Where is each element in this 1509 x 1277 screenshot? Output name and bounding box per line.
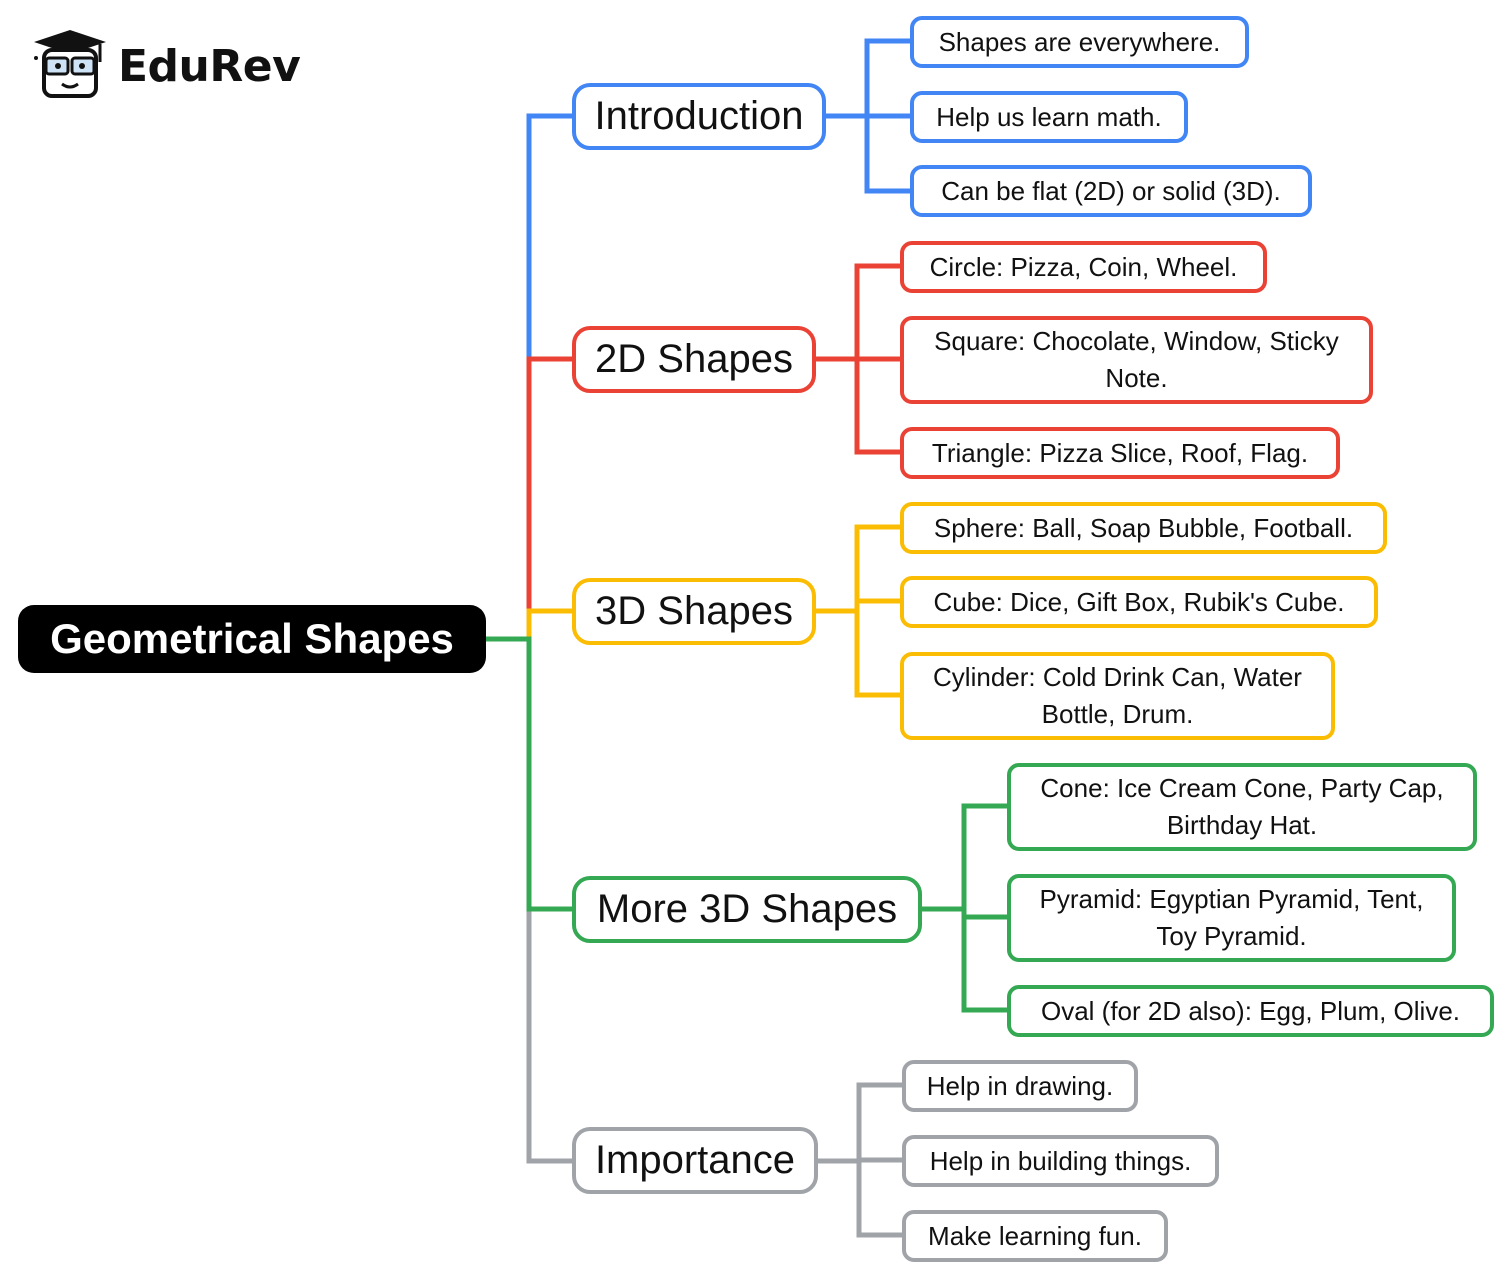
leaf-node: Square: Chocolate, Window, Sticky Note. bbox=[900, 316, 1373, 404]
branch-node-2d-shapes: 2D Shapes bbox=[572, 326, 816, 393]
branch-node-importance: Importance bbox=[572, 1127, 818, 1194]
leaf-node: Can be flat (2D) or solid (3D). bbox=[910, 165, 1312, 217]
leaf-node: Oval (for 2D also): Egg, Plum, Olive. bbox=[1007, 985, 1494, 1037]
branch-node-3d-shapes: 3D Shapes bbox=[572, 578, 816, 645]
leaf-node: Sphere: Ball, Soap Bubble, Football. bbox=[900, 502, 1387, 554]
leaf-node: Cylinder: Cold Drink Can, Water Bottle, … bbox=[900, 652, 1335, 740]
leaf-node: Triangle: Pizza Slice, Roof, Flag. bbox=[900, 427, 1340, 479]
edurev-logo: EduRev bbox=[30, 28, 301, 105]
leaf-node: Cube: Dice, Gift Box, Rubik's Cube. bbox=[900, 576, 1378, 628]
brand-name: EduRev bbox=[118, 40, 301, 92]
root-node: Geometrical Shapes bbox=[18, 605, 486, 673]
leaf-node: Help in drawing. bbox=[902, 1060, 1138, 1112]
branch-node-more-3d-shapes: More 3D Shapes bbox=[572, 876, 922, 943]
leaf-node: Help us learn math. bbox=[910, 91, 1188, 143]
leaf-node: Shapes are everywhere. bbox=[910, 16, 1249, 68]
branch-node-introduction: Introduction bbox=[572, 83, 826, 150]
leaf-node: Circle: Pizza, Coin, Wheel. bbox=[900, 241, 1267, 293]
leaf-node: Make learning fun. bbox=[902, 1210, 1168, 1262]
leaf-node: Pyramid: Egyptian Pyramid, Tent, Toy Pyr… bbox=[1007, 874, 1456, 962]
leaf-node: Cone: Ice Cream Cone, Party Cap, Birthda… bbox=[1007, 763, 1477, 851]
graduate-cap-icon bbox=[30, 28, 108, 105]
leaf-node: Help in building things. bbox=[902, 1135, 1219, 1187]
